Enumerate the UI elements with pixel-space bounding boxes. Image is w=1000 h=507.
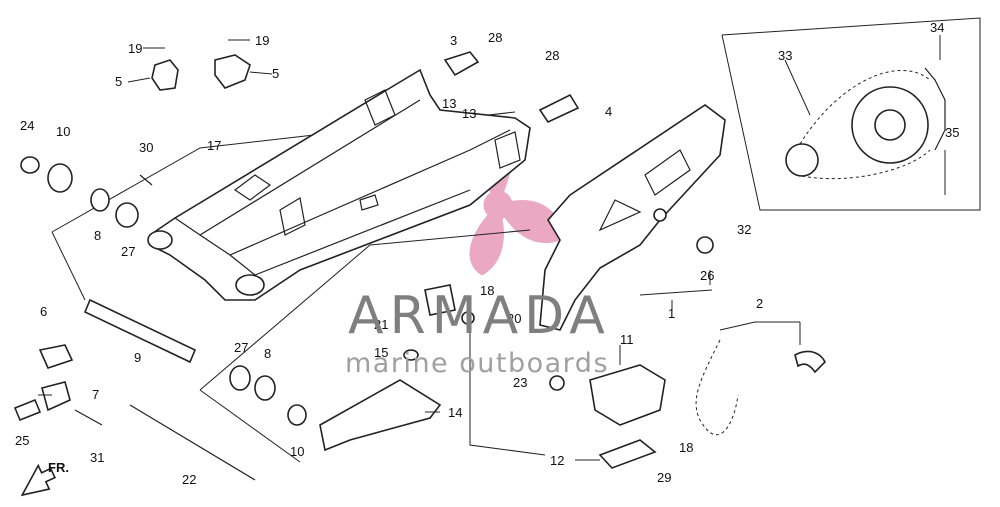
callout-5a: 5 bbox=[115, 74, 122, 89]
direction-label: FR. bbox=[48, 460, 69, 475]
callout-35: 35 bbox=[945, 125, 959, 140]
chain-guard bbox=[539, 104, 726, 331]
callout-6: 6 bbox=[40, 304, 47, 319]
callout-10a: 10 bbox=[56, 124, 70, 139]
callout-23: 23 bbox=[513, 375, 527, 390]
callout-21: 21 bbox=[374, 317, 388, 332]
callout-7: 7 bbox=[92, 387, 99, 402]
callout-18a: 18 bbox=[480, 283, 494, 298]
callout-20: 20 bbox=[507, 311, 521, 326]
callout-22: 22 bbox=[182, 472, 196, 487]
chain bbox=[695, 339, 826, 436]
callout-29: 29 bbox=[657, 470, 671, 485]
callout-27b: 27 bbox=[234, 340, 248, 355]
callout-4: 4 bbox=[605, 104, 612, 119]
callout-27a: 27 bbox=[121, 244, 135, 259]
leader-lines bbox=[38, 35, 946, 461]
drive-chain-sprocket bbox=[785, 67, 946, 180]
callout-9: 9 bbox=[134, 350, 141, 365]
watermark-title: ARMADA bbox=[348, 286, 611, 346]
callout-11: 11 bbox=[620, 332, 634, 347]
callout-25: 25 bbox=[15, 433, 29, 448]
callout-18b: 18 bbox=[679, 440, 693, 455]
callout-28b: 28 bbox=[545, 48, 559, 63]
callout-19a: 19 bbox=[128, 41, 142, 56]
direction-arrow: FR. bbox=[20, 460, 69, 497]
callout-15: 15 bbox=[374, 345, 388, 360]
callout-5b: 5 bbox=[272, 66, 279, 81]
callout-34: 34 bbox=[930, 20, 944, 35]
callout-31: 31 bbox=[90, 450, 104, 465]
callout-30: 30 bbox=[139, 140, 153, 155]
callout-2: 2 bbox=[756, 296, 763, 311]
callout-labels: 1 2 3 4 5 5 6 7 8 8 9 10 10 11 12 13 13 … bbox=[15, 20, 959, 487]
callout-13a: 13 bbox=[442, 96, 456, 111]
callout-1: 1 bbox=[668, 306, 675, 321]
callout-8a: 8 bbox=[94, 228, 101, 243]
callout-33: 33 bbox=[778, 48, 792, 63]
callout-17: 17 bbox=[207, 138, 221, 153]
watermark-subtitle: marine outboards bbox=[345, 348, 609, 379]
swing-arm bbox=[147, 68, 531, 301]
callout-14: 14 bbox=[448, 405, 462, 420]
callout-32: 32 bbox=[737, 222, 751, 237]
callout-13b: 13 bbox=[462, 106, 476, 121]
callout-10b: 10 bbox=[290, 444, 304, 459]
small-parts bbox=[13, 51, 714, 481]
callout-8b: 8 bbox=[264, 346, 271, 361]
callout-28a: 28 bbox=[488, 30, 502, 45]
callout-12: 12 bbox=[550, 453, 564, 468]
callout-26: 26 bbox=[700, 268, 714, 283]
callout-19b: 19 bbox=[255, 33, 269, 48]
callout-3: 3 bbox=[450, 33, 457, 48]
callout-24: 24 bbox=[20, 118, 34, 133]
